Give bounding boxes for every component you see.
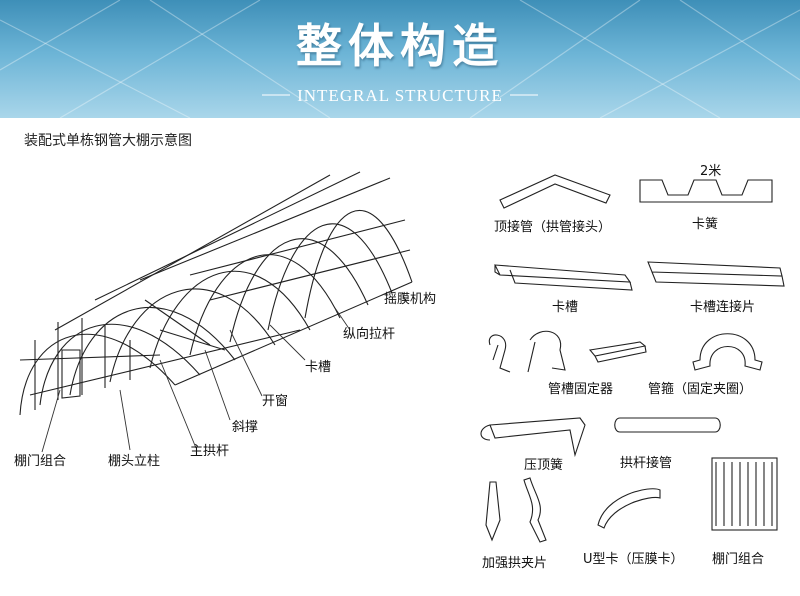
diagram-caption: 装配式单栋钢管大棚示意图 xyxy=(24,133,192,149)
top-press-spring-drawing xyxy=(489,417,586,458)
label-longitudinal-rod: 纵向拉杆 xyxy=(343,327,396,342)
label-top-joint: 顶接管（拱管接头） xyxy=(494,220,612,235)
page-subtitle: INTEGRAL STRUCTURE xyxy=(297,86,503,105)
label-top-press-spring: 压顶簧 xyxy=(524,458,564,473)
label-window: 开窗 xyxy=(262,394,289,409)
label-u-clip: U型卡（压膜卡） xyxy=(583,552,684,567)
label-diagonal-brace: 斜撑 xyxy=(232,420,259,435)
pipe-clamp-drawing xyxy=(692,333,763,371)
label-part-door-assembly: 棚门组合 xyxy=(712,552,765,567)
slot-drawing xyxy=(494,264,632,283)
pipe-slot-holder-drawing xyxy=(488,334,511,373)
label-clip-slot: 卡槽 xyxy=(305,360,332,375)
label-spring: 卡簧 xyxy=(692,217,719,232)
label-pipe-clamp: 管箍（固定夹圈） xyxy=(648,382,753,397)
banner-pattern xyxy=(0,0,800,118)
door-assembly-drawing xyxy=(711,457,778,531)
spring-drawing xyxy=(639,179,773,203)
header-banner: 整体构造 INTEGRAL STRUCTURE xyxy=(0,0,800,118)
label-spring-length: 2米 xyxy=(700,164,722,179)
label-rod-connector: 拱杆接管 xyxy=(620,456,673,471)
label-film-rolling: 摇膜机构 xyxy=(384,292,437,307)
top-joint-drawing xyxy=(499,174,611,209)
label-pipe-slot-holder: 管槽固定器 xyxy=(548,382,614,397)
reinforced-clip-drawing xyxy=(485,481,501,542)
page-title: 整体构造 xyxy=(296,19,504,73)
rod-connector-drawing xyxy=(614,417,721,433)
label-slot: 卡槽 xyxy=(552,300,579,315)
label-end-column: 棚头立柱 xyxy=(108,454,161,469)
u-clip-drawing xyxy=(597,488,661,529)
label-door-assembly: 棚门组合 xyxy=(14,454,67,469)
label-main-arch: 主拱杆 xyxy=(190,444,230,459)
label-slot-connector: 卡槽连接片 xyxy=(690,300,756,315)
slot-connector-drawing xyxy=(647,261,785,287)
label-reinforced-clip: 加强拱夹片 xyxy=(482,556,548,571)
greenhouse-drawing xyxy=(19,171,413,416)
